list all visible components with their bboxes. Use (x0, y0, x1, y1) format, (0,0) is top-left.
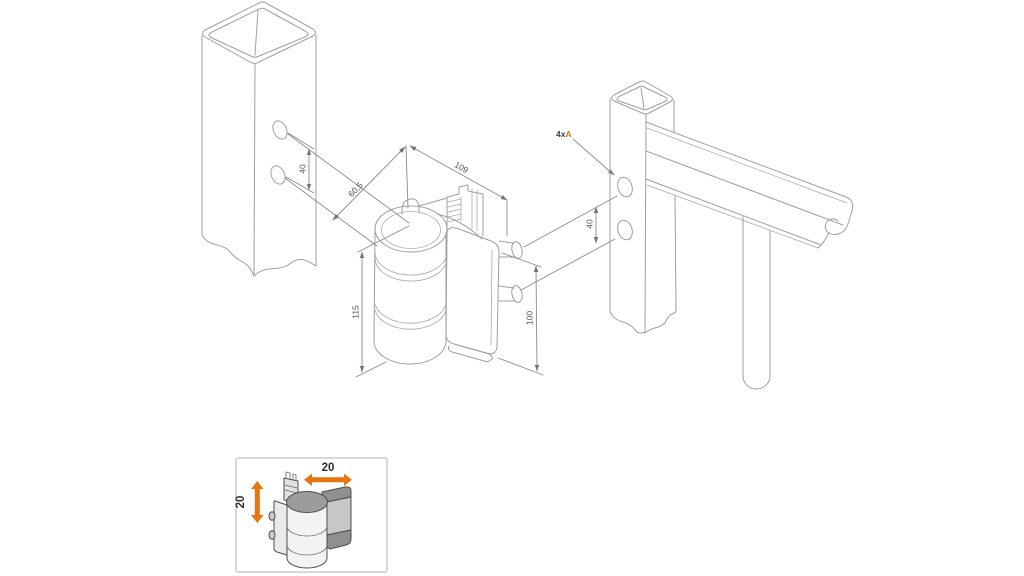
left-post-broken-bottom (201, 234, 317, 277)
hinge-assembly (373, 184, 523, 365)
cylinder-seam-3 (374, 303, 447, 324)
cylinder-sides (373, 229, 448, 342)
rail-end-hook (817, 232, 830, 249)
left-post-front-edge (253, 63, 256, 277)
axis-line-stud-bottom (520, 238, 616, 291)
dim-value: 100 (524, 311, 534, 325)
frame-post-top-rim-outer (611, 80, 673, 115)
dim-value: 109 (453, 160, 470, 176)
inset-hinge-illustration (268, 471, 352, 569)
dim-frame-hole-spacing: 40 (584, 206, 599, 244)
rail-top-front-edge (645, 150, 844, 226)
axis-line-stud-top (523, 195, 618, 248)
adjustment-clip (446, 184, 484, 242)
dim-hinge-offset: 60,5 (332, 145, 409, 221)
extension-line (287, 132, 315, 150)
cylinder-top-rim (374, 205, 448, 253)
post-hole-top (272, 120, 288, 140)
dim-value: 40 (584, 219, 594, 229)
dim-line (332, 146, 406, 221)
stud-lower (498, 285, 523, 303)
stud-upper (498, 240, 523, 259)
rail-bottom-edge-round (646, 184, 819, 249)
clip-inner-edges (460, 188, 478, 232)
rail-end-profile (824, 196, 854, 236)
cylinder-seam-1 (374, 251, 448, 276)
mini-cylinder-cap (286, 491, 328, 513)
frame-hole-top (617, 176, 633, 198)
bracket-bottom-face (447, 343, 493, 363)
callout-text: 4xA (556, 129, 572, 139)
callout-ref: A (565, 129, 571, 139)
mini-plate (273, 500, 291, 557)
dim-line (533, 265, 540, 372)
cylinder-seam-4 (374, 309, 447, 330)
rail-top-back-edge (645, 121, 847, 198)
inset-adjustment: 20 20 (235, 457, 388, 573)
mini-cylinder-seams (286, 525, 328, 556)
frame-post-top-rim-inner (616, 85, 668, 111)
bar-sides (742, 215, 771, 377)
left-post-inner-edge (254, 9, 259, 56)
mini-cylinder-body (286, 502, 328, 569)
rail-top-edge-round (646, 127, 848, 204)
stud-body (498, 285, 515, 302)
frame-post-front-edge (644, 114, 647, 333)
dim-bracket-height: 100 (497, 252, 544, 376)
inset-vertical-value: 20 (235, 496, 247, 509)
mini-bracket-band (321, 529, 352, 550)
extension-line (355, 361, 387, 378)
frame-post-right-edge-lower (674, 195, 677, 312)
post-hole-bottom (270, 165, 286, 185)
mounting-bracket (445, 227, 500, 363)
mini-bracket-top (321, 486, 352, 504)
round-bar (742, 215, 771, 390)
inset-horizontal-value: 20 (322, 462, 335, 474)
hinge-cylinder (373, 205, 448, 365)
dim-value: 60,5 (346, 180, 365, 199)
bar-bottom-cap (742, 375, 771, 390)
extension-line (501, 252, 542, 268)
mini-stud-top (268, 511, 276, 521)
frame-post-broken-bottom (609, 310, 677, 334)
dim-value: 40 (297, 164, 307, 174)
extension-line (357, 225, 410, 253)
frame-hole-bottom (617, 219, 633, 241)
rail-bottom-edge (645, 178, 822, 246)
hinge-plate-top-edge (418, 197, 448, 207)
gate-frame (609, 80, 854, 390)
left-post-top-rim-inner (208, 7, 309, 58)
stud-body (498, 240, 515, 258)
cylinder-bottom (373, 340, 447, 365)
adjustment-arrow-vertical (251, 481, 264, 523)
mini-clip-teeth (284, 471, 298, 494)
left-post-top-rim-outer (202, 1, 316, 64)
leader-line (572, 138, 615, 176)
mini-stud-bottom (268, 530, 276, 540)
dim-value: 115 (350, 305, 360, 319)
frame-post-inner-edge (640, 87, 645, 109)
frame-rail (645, 121, 854, 249)
cylinder-seam-2 (374, 257, 448, 282)
dim-line (409, 145, 508, 201)
extension-line (285, 176, 315, 194)
stud-cap (511, 241, 523, 259)
bracket-edge-line (490, 249, 493, 346)
stud-cap (511, 285, 523, 303)
left-post (201, 1, 317, 277)
cylinder-top-face (381, 211, 441, 249)
axis-line-hole-bottom (284, 177, 378, 247)
callout-4xA: 4xA (556, 129, 615, 176)
extension-line (497, 357, 544, 376)
clip-outline (446, 184, 484, 242)
dim-hinge-height: 115 (350, 225, 410, 378)
clip-teeth (447, 198, 462, 223)
callout-prefix: 4x (556, 129, 566, 139)
bracket-face (445, 227, 500, 355)
extension-line (405, 145, 409, 209)
dim-post-hole-spacing: 40 (285, 132, 315, 194)
adjustment-arrow-horizontal (304, 473, 352, 486)
